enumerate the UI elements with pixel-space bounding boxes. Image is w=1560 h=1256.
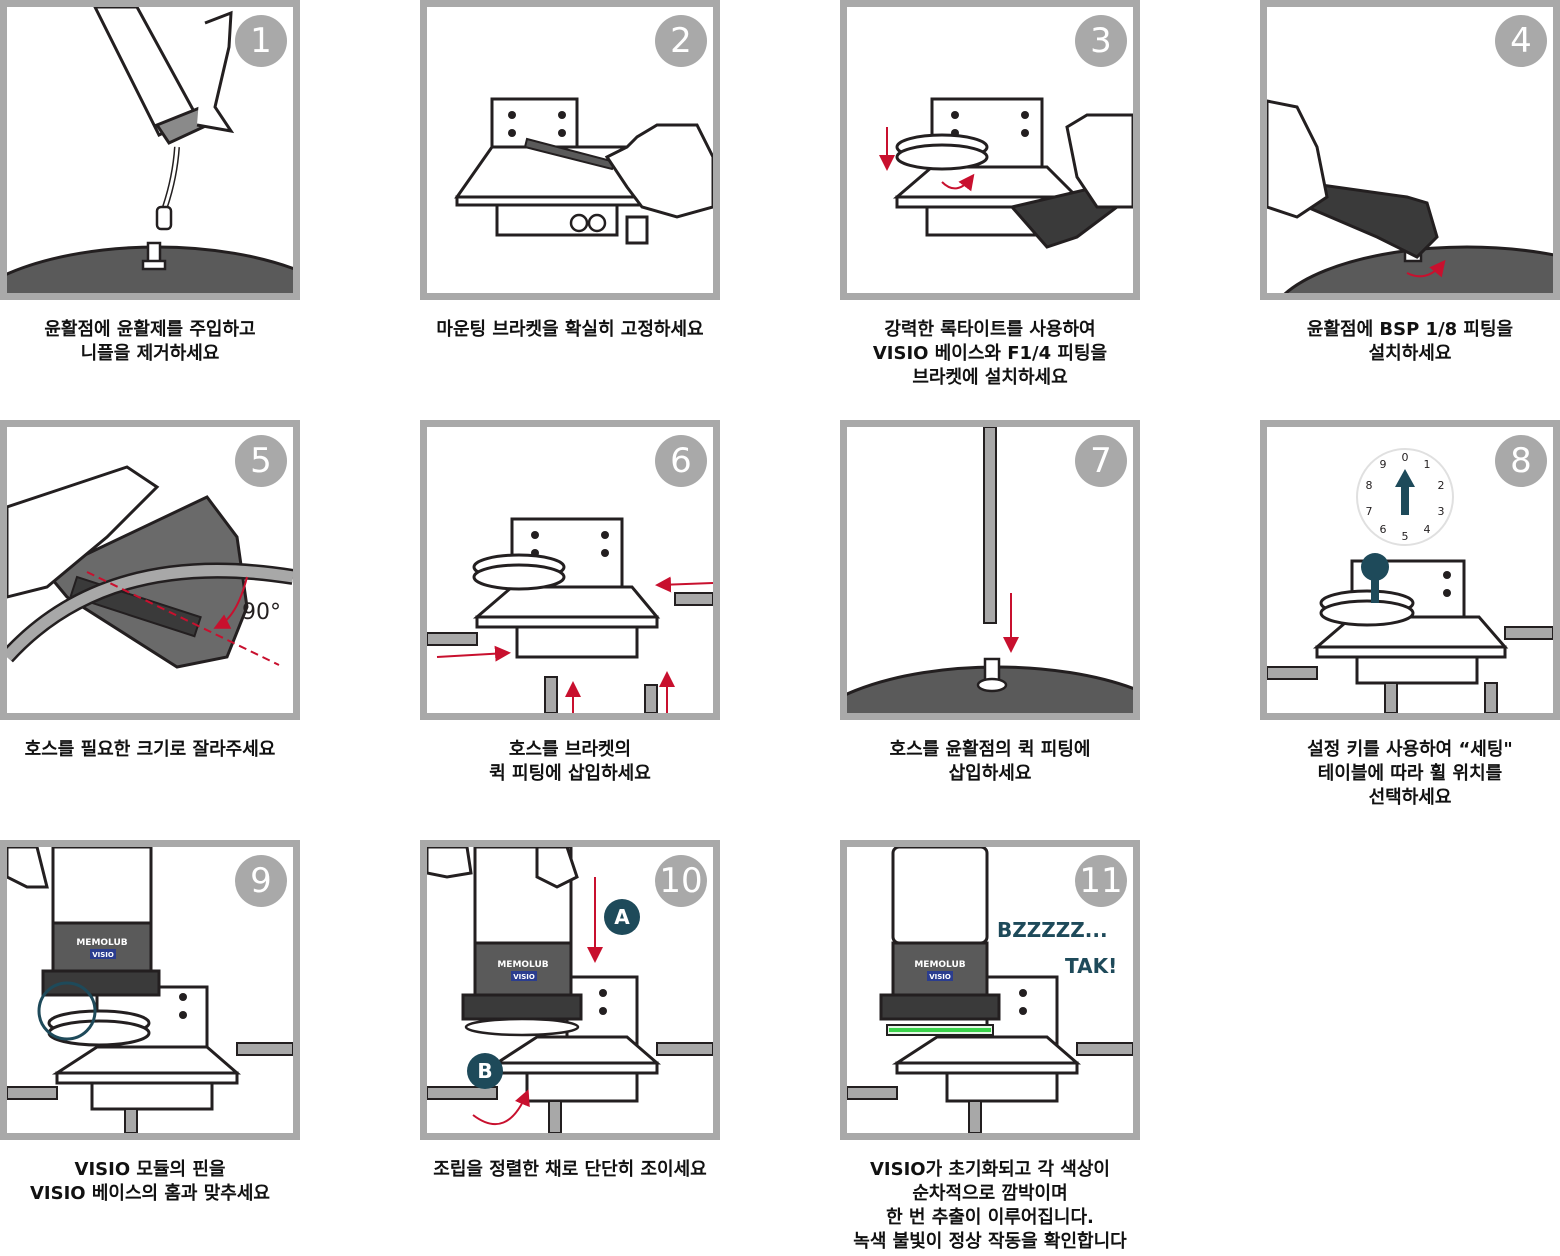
marker-b bbox=[467, 1053, 503, 1089]
step-caption: VISIO 모듈의 핀을 VISIO 베이스의 홈과 맞추세요 bbox=[30, 1159, 270, 1204]
pin-highlight-circle bbox=[37, 981, 97, 1041]
step-number-badge: 11 bbox=[1075, 855, 1127, 907]
dial-digit: 3 bbox=[1438, 505, 1445, 518]
angle-label: 90° bbox=[242, 600, 281, 625]
marker-b-label: B bbox=[477, 1059, 492, 1083]
step-caption: 윤활점에 BSP 1/8 피팅을 설치하세요 bbox=[1306, 319, 1514, 364]
marker-a bbox=[604, 899, 640, 935]
step-number-badge: 10 bbox=[655, 855, 707, 907]
step-number-badge: 7 bbox=[1075, 435, 1127, 487]
dial-digit: 0 bbox=[1402, 451, 1409, 464]
model-label: VISIO bbox=[513, 973, 535, 981]
step-number-badge: 4 bbox=[1495, 15, 1547, 67]
step-number-badge: 8 bbox=[1495, 435, 1547, 487]
hose-lubrication-point-illustration bbox=[847, 427, 1133, 713]
dial-digit: 2 bbox=[1438, 479, 1445, 492]
hose-cutter-illustration: 90° bbox=[7, 465, 293, 669]
brand-label: MEMOLUB bbox=[497, 960, 548, 970]
dial-digit: 4 bbox=[1424, 523, 1431, 536]
step-caption: 호스를 브라켓의 퀵 피팅에 삽입하세요 bbox=[489, 739, 651, 784]
sound-effect-tak: TAK! bbox=[1065, 954, 1117, 978]
step-9-panel: MEMOLUB VISIO bbox=[0, 840, 300, 1140]
step-caption: 윤활점에 윤활제를 주입하고 니플을 제거하세요 bbox=[44, 319, 256, 364]
brand-label: MEMOLUB bbox=[76, 938, 127, 948]
sound-effect-buzz: BZZZZZ... bbox=[997, 918, 1108, 942]
step-caption: 설정 키를 사용하여 “세팅" 테이블에 따라 휠 위치를 선택하세요 bbox=[1307, 739, 1513, 808]
step-caption: 호스를 필요한 크기로 잘라주세요 bbox=[24, 739, 276, 760]
base-install-illustration bbox=[879, 97, 1133, 249]
model-label: VISIO bbox=[929, 973, 951, 981]
dial-digit: 8 bbox=[1366, 479, 1373, 492]
step-caption: 마운팅 브라켓을 확실히 고정하세요 bbox=[436, 319, 704, 340]
brand-label: MEMOLUB bbox=[914, 960, 965, 970]
hose-bracket-illustration bbox=[427, 517, 713, 713]
dial-digit: 6 bbox=[1380, 523, 1387, 536]
model-label: VISIO bbox=[92, 951, 114, 959]
step-number-badge: 1 bbox=[235, 15, 287, 67]
step-number-badge: 6 bbox=[655, 435, 707, 487]
step-number-badge: 5 bbox=[235, 435, 287, 487]
dial-digit: 9 bbox=[1380, 458, 1387, 471]
dial-digit: 7 bbox=[1366, 505, 1373, 518]
step-caption: 강력한 록타이트를 사용하여 VISIO 베이스와 F1/4 피팅을 브라켓에 … bbox=[872, 319, 1108, 388]
step-number-badge: 2 bbox=[655, 15, 707, 67]
dial-digit: 5 bbox=[1402, 530, 1409, 543]
setting-key-illustration: 0 1 2 3 4 5 6 7 8 9 bbox=[1267, 448, 1553, 713]
step-caption: 조립을 정렬한 채로 단단히 조이세요 bbox=[433, 1159, 707, 1180]
visio-module-align-illustration: MEMOLUB VISIO bbox=[7, 847, 293, 1133]
step-caption: VISIO가 초기화되고 각 색상이 순차적으로 깜박이며 한 번 추출이 이루… bbox=[853, 1159, 1127, 1252]
marker-a-label: A bbox=[614, 905, 630, 929]
grease-gun-illustration bbox=[7, 7, 293, 293]
tighten-assembly-illustration: MEMOLUB VISIO A B bbox=[427, 847, 713, 1133]
step-number-badge: 3 bbox=[1075, 15, 1127, 67]
visio-initialization-illustration: MEMOLUB VISIO BZZZZZ... TAK! bbox=[847, 847, 1133, 1133]
bracket-mounting-illustration bbox=[454, 97, 713, 245]
step-caption: 호스를 윤활점의 퀵 피팅에 삽입하세요 bbox=[889, 739, 1091, 784]
step-2-panel bbox=[420, 0, 720, 300]
step-number-badge: 9 bbox=[235, 855, 287, 907]
dial-digit: 1 bbox=[1424, 458, 1431, 471]
step-3-panel bbox=[840, 0, 1140, 300]
step-11-panel: MEMOLUB VISIO BZZZZZ... TAK! bbox=[840, 840, 1140, 1140]
bsp-fitting-illustration bbox=[1267, 99, 1553, 293]
